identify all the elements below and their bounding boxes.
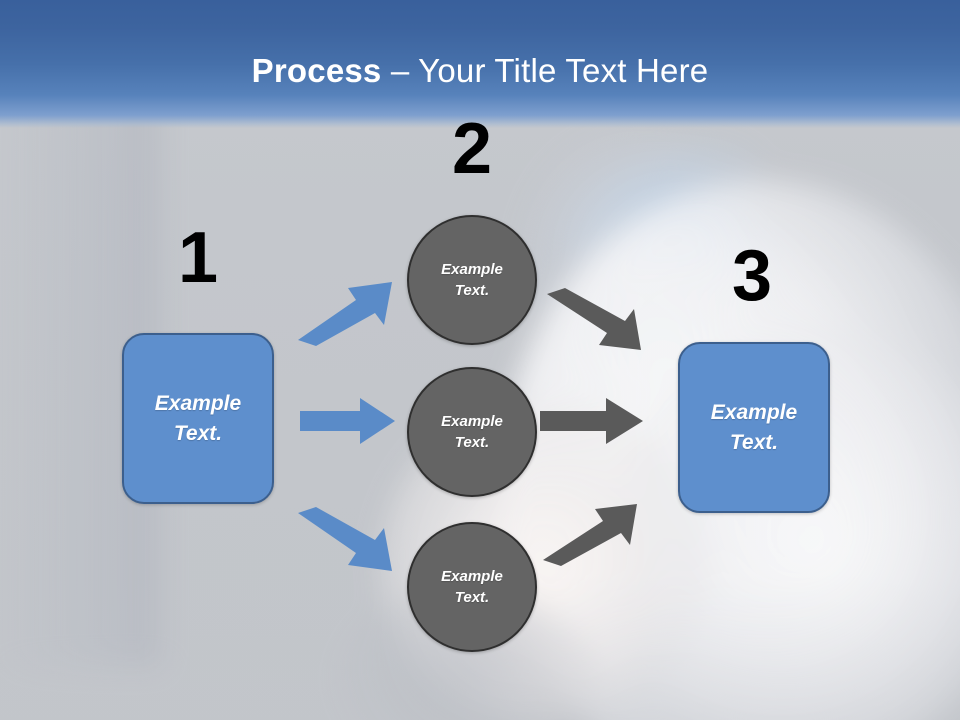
arrow-gray-up-right-icon — [541, 500, 641, 566]
process-circle-3-label: Example Text. — [441, 566, 503, 609]
process-end-box[interactable]: Example Text. — [678, 342, 830, 513]
arrow-gray-right-icon — [540, 398, 644, 444]
process-circle-1-label: Example Text. — [441, 259, 503, 302]
process-end-box-line2: Text. — [729, 430, 779, 454]
page-title: Process – Your Title Text Here — [0, 51, 960, 91]
step-number-1: 1 — [177, 218, 219, 298]
process-circle-2-line2: Text. — [454, 434, 490, 451]
process-circle-3[interactable]: Example Text. — [407, 522, 537, 652]
process-circle-1[interactable]: Example Text. — [407, 215, 537, 345]
header-band — [0, 0, 960, 128]
process-end-box-line1: Example — [710, 400, 798, 424]
process-start-box-line1: Example — [154, 391, 242, 415]
process-circle-3-line1: Example — [441, 567, 503, 585]
process-circle-2-label: Example Text. — [441, 411, 503, 454]
page-title-strong: Process — [251, 52, 382, 89]
page-title-rest: – Your Title Text Here — [381, 52, 709, 89]
process-circle-3-line2: Text. — [454, 589, 490, 606]
process-start-box-label: Example Text. — [155, 389, 241, 449]
process-circle-1-line2: Text. — [454, 282, 490, 299]
arrow-gray-down-right-icon — [545, 288, 645, 354]
arrow-blue-down-right-icon — [296, 505, 396, 575]
process-end-box-label: Example Text. — [711, 398, 797, 458]
process-circle-2[interactable]: Example Text. — [407, 367, 537, 497]
process-circle-2-line1: Example — [441, 412, 503, 430]
process-start-box-line2: Text. — [173, 421, 223, 445]
arrow-blue-up-right-icon — [296, 278, 396, 348]
step-number-2: 2 — [451, 109, 493, 189]
process-circle-1-line1: Example — [441, 260, 503, 278]
arrow-blue-right-icon — [300, 398, 396, 444]
step-number-3: 3 — [731, 236, 773, 316]
process-start-box[interactable]: Example Text. — [122, 333, 274, 504]
